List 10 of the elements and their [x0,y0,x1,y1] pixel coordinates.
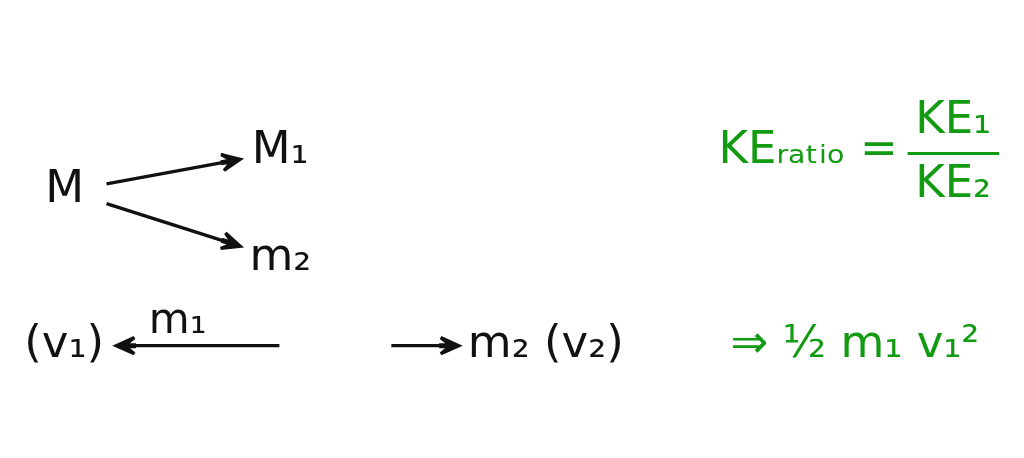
label: KE₁ [914,90,991,144]
edge-label: m₁ [148,293,207,343]
node-text: m₂ [248,227,311,281]
label: ⇒ ½ m₁ v₁² [730,314,979,368]
node-text: (v₁) [23,314,104,368]
label: KEᵣₐₜᵢₒ = [718,121,898,175]
node-text: M [44,160,84,214]
label: KE₂ [914,155,991,209]
node-text: M₁ [251,121,309,175]
node-text: m₂ (v₂) [467,314,624,368]
